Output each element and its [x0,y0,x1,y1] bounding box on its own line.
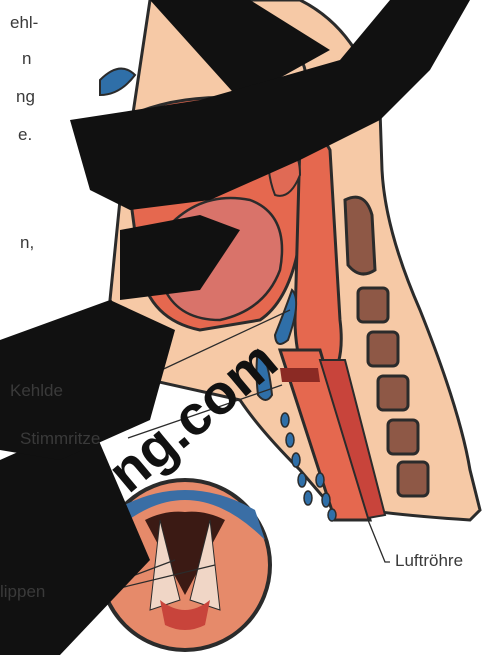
body-text-line-2: n [22,50,31,67]
body-text-line-4: e. [18,126,32,143]
label-luftroehre: Luftröhre [395,552,463,569]
vertebra-5 [388,420,418,454]
label-stimmlippen: lippen [0,583,45,600]
vertebra-1 [345,197,375,274]
upper-cartilage [100,69,135,95]
body-text-line-5: n, [20,234,34,251]
leader-luftroehre [368,520,390,562]
vertebra-4 [378,376,408,410]
vertebra-6 [398,462,428,496]
vertebra-3 [368,332,398,366]
label-stimmritze: Stimmritze [20,430,100,447]
label-kehldeckel: Kehlde [10,382,63,399]
body-text-line-3: ng [16,88,35,105]
vertebra-2 [358,288,388,322]
body-text-line-1: ehl- [10,14,38,31]
